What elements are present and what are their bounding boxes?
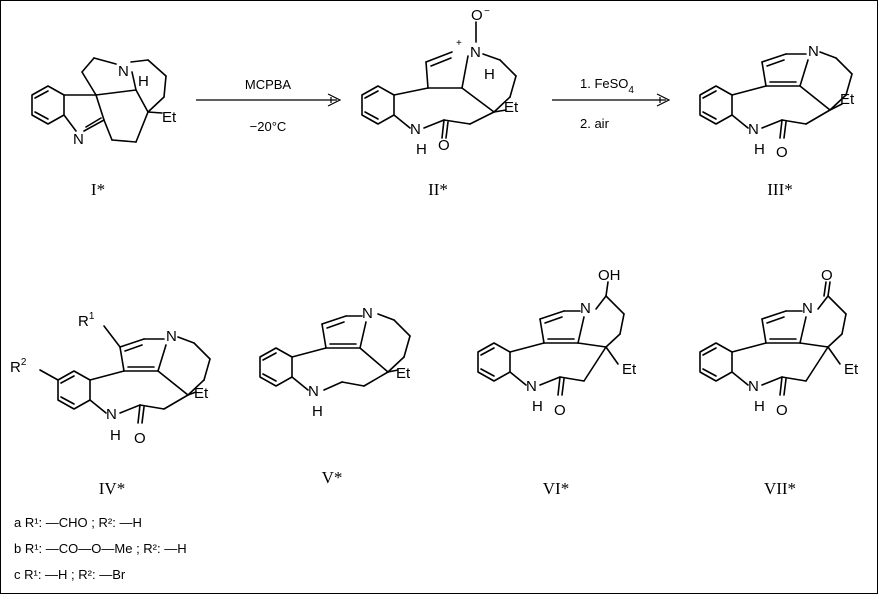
atom-h: H	[110, 427, 121, 444]
atom-h: H	[138, 73, 149, 90]
structure-compound-6	[477, 281, 625, 396]
structure-compound-4	[39, 325, 211, 424]
atom-o: O	[776, 144, 788, 161]
atom-n: N	[808, 43, 819, 60]
reaction-arrow-2	[552, 93, 671, 107]
atom-n: N	[118, 63, 129, 80]
atom-h: H	[312, 403, 323, 420]
atom-o: O	[471, 7, 483, 24]
compound-label: VI*	[543, 479, 569, 498]
negative-charge: −	[484, 6, 490, 17]
reaction-temperature: −20°C	[250, 119, 287, 134]
atom-et: Et	[844, 361, 859, 378]
atom-h: H	[754, 141, 765, 158]
atom-o: O	[776, 402, 788, 419]
positive-charge: +	[456, 38, 462, 49]
atom-et: Et	[194, 385, 209, 402]
atom-et: Et	[396, 365, 411, 382]
compound-label: I*	[91, 180, 105, 199]
legend-line-a: a R¹: —CHO ; R²: —H	[14, 515, 142, 530]
atom-o: O	[438, 137, 450, 154]
atom-n: N	[748, 378, 759, 395]
atom-h: H	[416, 141, 427, 158]
atom-o: O	[554, 402, 566, 419]
atom-oh: OH	[598, 267, 621, 284]
atom-n: N	[580, 300, 591, 317]
atom-n: N	[73, 131, 84, 148]
compound-label: V*	[322, 468, 343, 487]
atom-n: N	[802, 300, 813, 317]
structure-compound-7	[699, 281, 847, 396]
atom-h: H	[754, 398, 765, 415]
structure-compound-2	[361, 21, 517, 139]
structure-compound-1	[31, 57, 167, 143]
reaction-arrow-1	[196, 93, 342, 107]
reagent-step-2: 2. air	[580, 116, 610, 131]
compound-label: VII*	[764, 479, 796, 498]
atom-n: N	[106, 406, 117, 423]
structure-compound-5	[259, 313, 411, 391]
compound-label: IV*	[99, 479, 125, 498]
atom-n: N	[308, 383, 319, 400]
r2-substituent: R2	[10, 357, 27, 376]
atom-n: N	[470, 44, 481, 61]
compound-label: III*	[767, 180, 792, 199]
legend-line-b: b R¹: —CO—O—Me ; R²: —H	[14, 541, 187, 556]
atom-n: N	[748, 121, 759, 138]
atom-n: N	[526, 378, 537, 395]
structure-compound-3	[699, 51, 853, 139]
atom-n: N	[166, 328, 177, 345]
legend-line-c: c R¹: —H ; R²: —Br	[14, 567, 126, 582]
atom-h: H	[532, 398, 543, 415]
reagent-step-1: 1. FeSO4	[580, 76, 634, 96]
atom-et: Et	[504, 99, 519, 116]
compound-label: II*	[428, 180, 448, 199]
atom-n: N	[410, 121, 421, 138]
atom-o: O	[134, 430, 146, 447]
atom-h: H	[484, 66, 495, 83]
atom-et: Et	[162, 109, 177, 126]
atom-n: N	[362, 305, 373, 322]
r1-substituent: R1	[78, 311, 95, 330]
atom-et: Et	[622, 361, 637, 378]
atom-o: O	[821, 267, 833, 284]
reagent-mcpba: MCPBA	[245, 77, 292, 92]
atom-et: Et	[840, 91, 855, 108]
